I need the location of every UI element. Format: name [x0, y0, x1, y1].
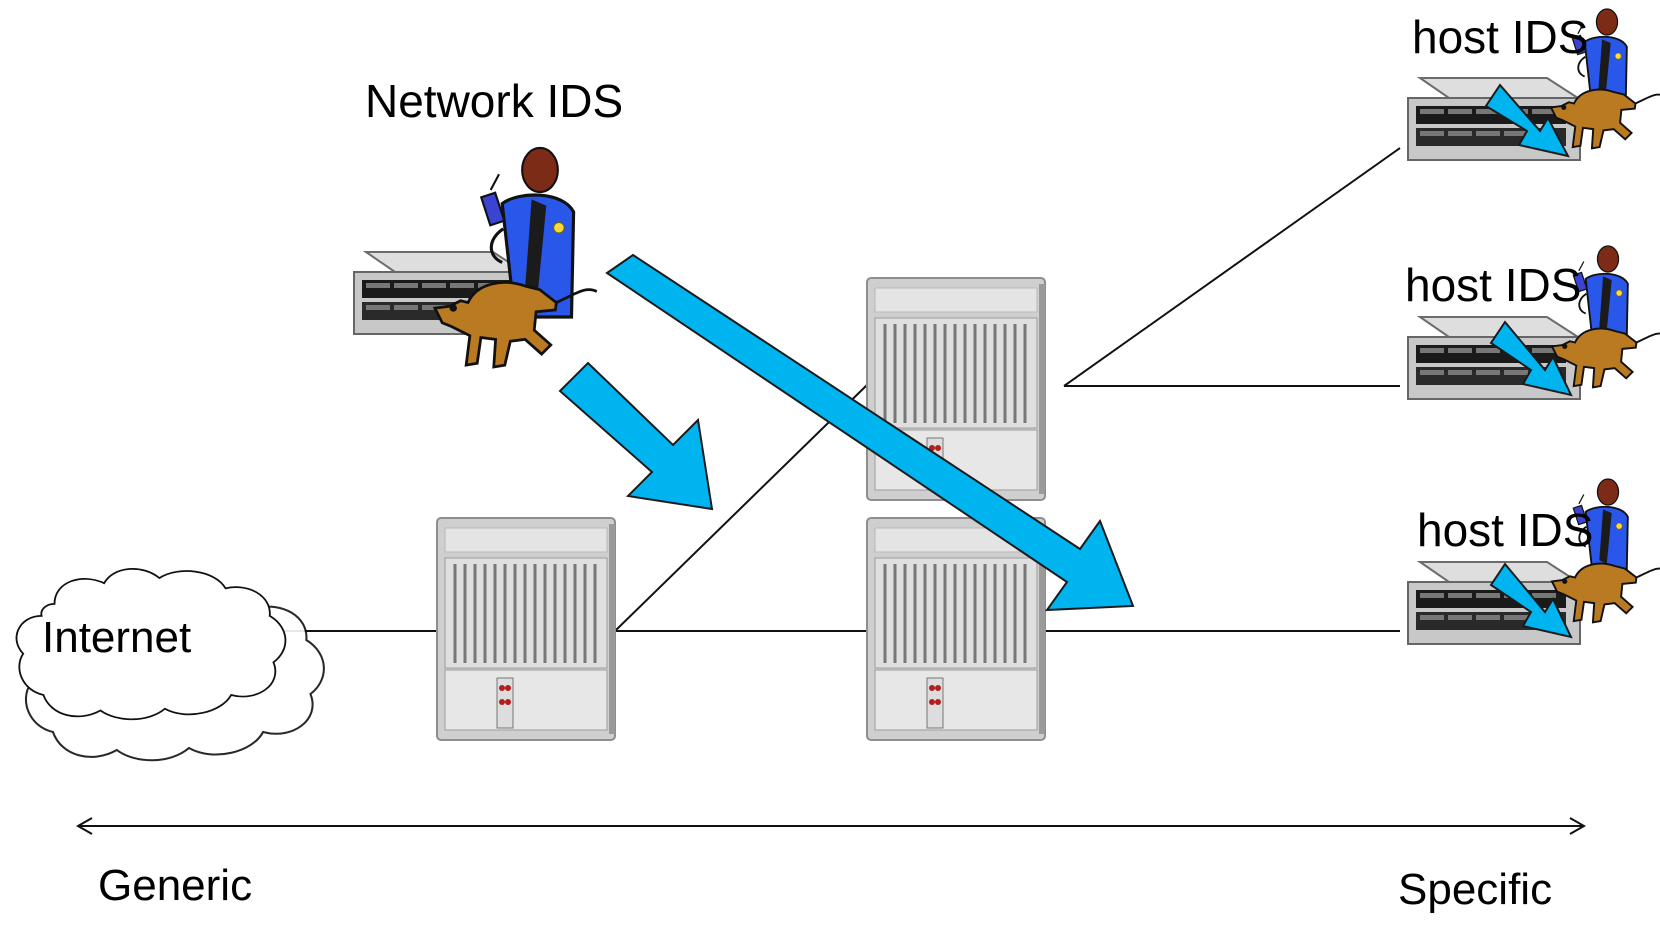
specific-label: Specific — [1398, 865, 1553, 914]
host-ids-label-top: host IDS — [1412, 11, 1589, 63]
network-links — [274, 147, 1401, 632]
network-to-left-router-arrow — [558, 361, 714, 511]
link-router-left-router-top-center — [614, 384, 868, 632]
host-ids-label-middle: host IDS — [1405, 259, 1582, 311]
host-bottom-arrow — [1489, 562, 1573, 639]
host-ids-label-bottom: host IDS — [1417, 504, 1594, 556]
generic-specific-scale — [75, 817, 1587, 835]
host-middle-arrow — [1489, 320, 1573, 397]
internet-cloud — [15, 567, 325, 762]
router-left-icon — [435, 516, 617, 742]
monitoring-arrows — [558, 83, 1573, 639]
internet-label: Internet — [42, 613, 192, 662]
network-to-bottom-center-arrow — [605, 253, 1135, 612]
link-router-top-center-server-top — [1063, 147, 1401, 387]
router-bottom-center-icon — [865, 516, 1047, 742]
generic-label: Generic — [98, 861, 253, 910]
network-ids-label: Network IDS — [365, 75, 624, 127]
host-top-arrow — [1484, 83, 1570, 158]
